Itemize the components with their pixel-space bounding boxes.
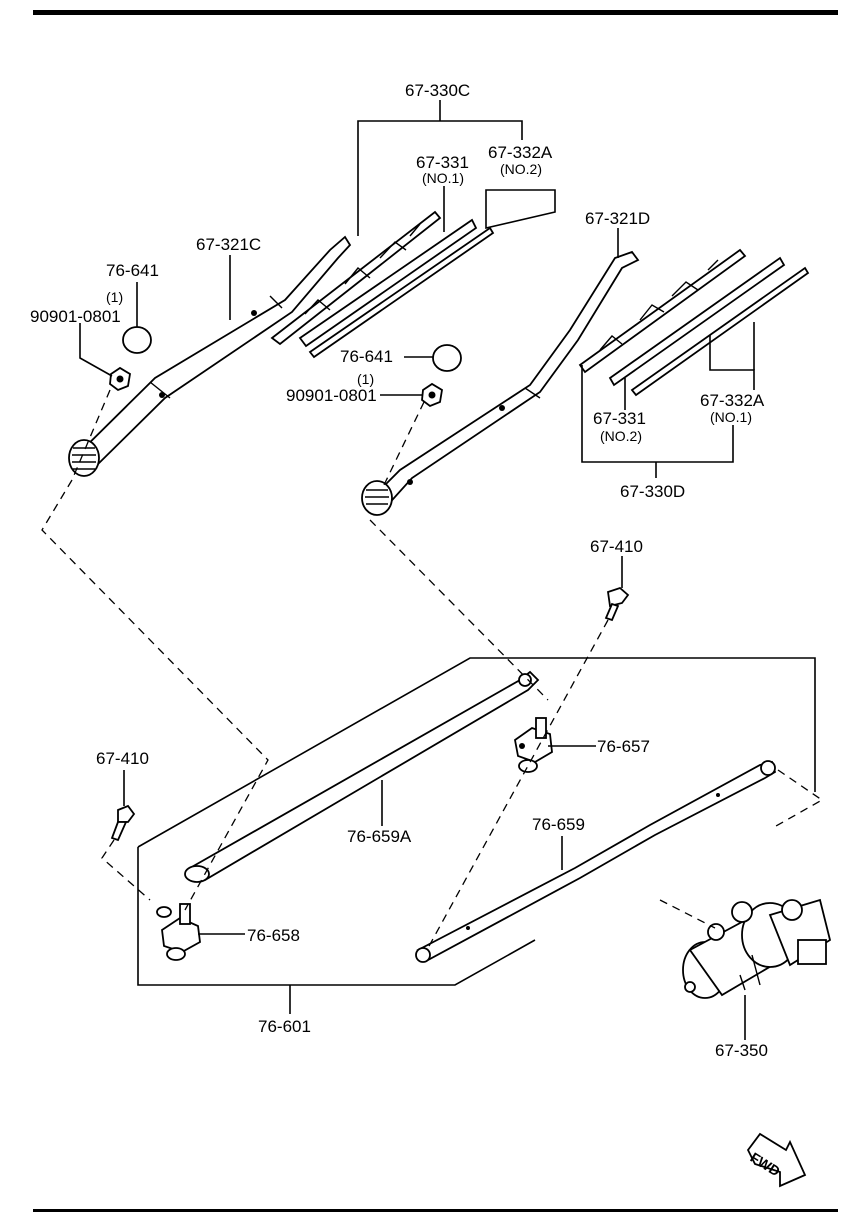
label-pivot-right: 76-657 [597, 737, 650, 756]
pivot-right [514, 717, 553, 773]
nut-right [421, 382, 443, 408]
nut-left [109, 366, 131, 392]
label-bolt-left: 67-410 [96, 749, 149, 768]
link-rod-a [184, 670, 540, 883]
label-refill-no1-sub: (NO.1) [710, 409, 752, 425]
bolt-right [604, 586, 630, 622]
label-refill-no2: 67-332A [488, 143, 553, 162]
bottom-rule [33, 1209, 838, 1212]
label-link-a: 76-659A [347, 827, 412, 846]
linkage-assembly-frame [137, 657, 816, 986]
label-nut-right: 90901-0801 [286, 386, 377, 405]
label-blade-no1-sub: (NO.1) [422, 170, 464, 186]
label-bolt-right: 67-410 [590, 537, 643, 556]
leader-lines [79, 100, 755, 1040]
label-arm-d: 67-321D [585, 209, 650, 228]
wiper-motor [682, 898, 832, 999]
part-labels: 67-330C 67-331 (NO.1) 67-332A (NO.2) 67-… [30, 81, 768, 1060]
label-blade-no2: 67-331 [593, 409, 646, 428]
wiper-arm-left [68, 235, 352, 477]
link-rod-b [415, 760, 777, 963]
wiper-blade-right [578, 248, 810, 397]
label-refill-no1: 67-332A [700, 391, 765, 410]
label-blade-no2-sub: (NO.2) [600, 428, 642, 444]
label-nut-left: 90901-0801 [30, 307, 121, 326]
label-assy-c: 67-330C [405, 81, 470, 100]
fwd-arrow-icon: FWD [746, 1132, 807, 1188]
label-cap-right: 76-641 [340, 347, 393, 366]
top-rule [33, 10, 838, 15]
cap-right [432, 344, 462, 372]
label-blade-no1: 67-331 [416, 153, 469, 172]
bolt-left [110, 804, 136, 842]
cap-left [122, 326, 152, 354]
label-pivot-left: 76-658 [247, 926, 300, 945]
label-motor: 67-350 [715, 1041, 768, 1060]
label-qty-left: (1) [106, 289, 123, 305]
pivot-left [156, 903, 201, 961]
label-refill-no2-sub: (NO.2) [500, 161, 542, 177]
label-arm-c: 67-321C [196, 235, 261, 254]
label-qty-right: (1) [357, 371, 374, 387]
label-linkage-assy: 76-601 [258, 1017, 311, 1036]
label-assy-d: 67-330D [620, 482, 685, 501]
assembly-dashed-lines [41, 389, 824, 949]
label-link-b: 76-659 [532, 815, 585, 834]
wiper-arm-right [361, 250, 640, 516]
wiper-blade-left [270, 210, 495, 359]
label-cap-left: 76-641 [106, 261, 159, 280]
